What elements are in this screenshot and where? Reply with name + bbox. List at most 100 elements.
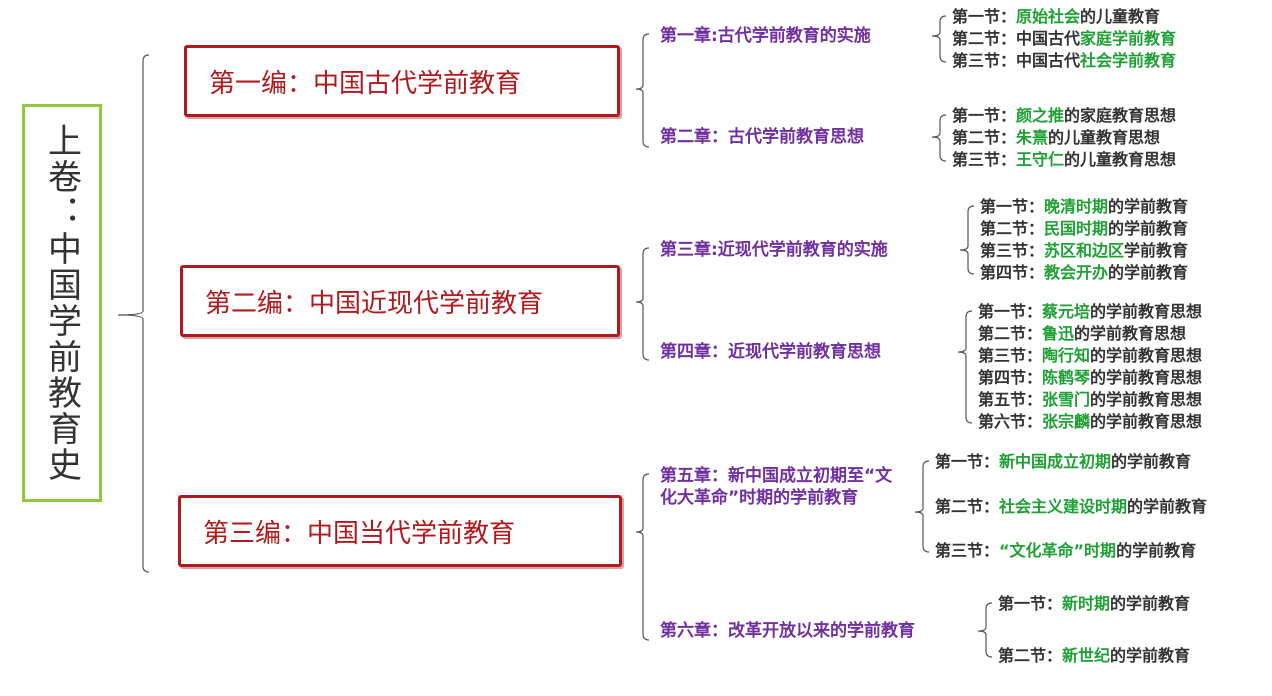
section-highlight: 社会主义建设时期 [999,497,1128,516]
section-bracket-4 [957,310,973,424]
section-prefix: 第三节： [978,346,1043,365]
chapter-1-title: 第一章:古代学前教育的实施 [660,26,871,46]
section-highlight: 王守仁 [1016,150,1065,169]
root-title: 上卷：中国学前教育史 [41,123,82,483]
part-1-node: 第一编：中国古代学前教育 [184,45,620,117]
chapter-3-title: 第三章:近现代学前教育的实施 [660,240,888,260]
section-bracket-5 [914,460,930,553]
section-prefix: 第一节： [952,7,1017,26]
chapter-3-section-3: 第三节：苏区和边区学前教育 [980,242,1188,260]
section-highlight: 新中国成立初期 [999,452,1112,471]
section-highlight: 苏区和边区 [1044,241,1125,260]
section-bracket-2 [931,114,947,162]
chapter-1-section-3: 第三节：中国古代社会学前教育 [952,52,1176,70]
section-highlight: 蔡元培 [1042,302,1091,321]
section-prefix: 第一节： [978,302,1043,321]
chapter-4-section-4: 第四节：陈鹤琴的学前教育思想 [978,369,1202,387]
section-prefix: 第二节： [998,646,1063,665]
chapter-2-section-3: 第三节：王守仁的儿童教育思想 [952,151,1176,169]
section-prefix: 第一节： [952,106,1017,125]
root-node: 上卷：中国学前教育史 [22,104,102,502]
section-highlight: 新世纪 [1062,646,1111,665]
chapter-5-section-2: 第二节：社会主义建设时期的学前教育 [935,498,1207,516]
chapter-5-section-1: 第一节：新中国成立初期的学前教育 [935,453,1191,471]
chapter-2-title: 第二章：古代学前教育思想 [660,127,864,147]
section-suffix: 的儿童教育 [1080,7,1161,26]
section-highlight: 原始社会 [1016,7,1081,26]
part-1-title: 第一编：中国古代学前教育 [209,68,522,99]
chapter-4-section-3: 第三节：陶行知的学前教育思想 [978,347,1202,365]
section-suffix: 的学前教育 [1108,219,1189,238]
section-prefix: 第二节：中国古代 [952,29,1081,48]
section-suffix: 的儿童教育思想 [1064,150,1177,169]
section-suffix: 的学前教育思想 [1090,390,1203,409]
section-suffix: 的学前教育思想 [1090,368,1203,387]
section-highlight: 张宗麟 [1042,412,1091,431]
section-highlight: 颜之推 [1016,106,1065,125]
section-suffix: 的学前教育 [1110,646,1191,665]
section-prefix: 第一节： [980,197,1045,216]
section-highlight: 家庭学前教育 [1080,29,1177,48]
chapter-2-section-1: 第一节：颜之推的家庭教育思想 [952,107,1176,125]
section-suffix: 学前教育 [1124,241,1189,260]
section-suffix: 的学前教育思想 [1090,346,1203,365]
section-suffix: 的学前教育思想 [1090,412,1203,431]
chapter-3-section-2: 第二节：民国时期的学前教育 [980,220,1188,238]
part-3-node: 第三编：中国当代学前教育 [178,495,622,567]
section-prefix: 第三节： [952,150,1017,169]
section-prefix: 第二节： [980,219,1045,238]
section-suffix: 的儿童教育思想 [1048,128,1161,147]
chapter-4-section-2: 第二节：鲁迅的学前教育思想 [978,325,1186,343]
section-highlight: 陶行知 [1042,346,1091,365]
section-suffix: 的学前教育 [1108,263,1189,282]
section-highlight: “文化革命”时期 [999,541,1117,560]
chapter-3-section-1: 第一节：晚清时期的学前教育 [980,198,1188,216]
section-highlight: 鲁迅 [1042,324,1075,343]
chapter-2-section-2: 第二节：朱熹的儿童教育思想 [952,129,1160,147]
section-suffix: 的学前教育思想 [1074,324,1187,343]
section-bracket-3 [959,205,975,275]
section-bracket-6 [977,602,993,658]
part-3-title: 第三编：中国当代学前教育 [203,518,516,549]
section-prefix: 第二节： [935,497,1000,516]
section-prefix: 第四节： [978,368,1043,387]
section-prefix: 第二节： [952,128,1017,147]
section-highlight: 教会开办 [1044,263,1109,282]
section-highlight: 张雪门 [1042,390,1091,409]
part-3-bracket [635,473,650,641]
root-bracket [117,54,150,573]
section-highlight: 社会学前教育 [1080,51,1177,70]
part-2-bracket [635,247,650,361]
section-highlight: 新时期 [1062,594,1111,613]
chapter-5-section-3: 第三节：“文化革命”时期的学前教育 [935,542,1196,560]
part-1-bracket [635,33,650,148]
part-2-node: 第二编：中国近现代学前教育 [180,265,620,337]
chapter-1-section-1: 第一节：原始社会的儿童教育 [952,8,1160,26]
section-suffix: 的学前教育 [1127,497,1208,516]
section-bracket-1 [931,15,947,63]
section-highlight: 朱熹 [1016,128,1049,147]
section-prefix: 第一节： [998,594,1063,613]
section-highlight: 晚清时期 [1044,197,1109,216]
section-highlight: 民国时期 [1044,219,1109,238]
chapter-4-section-5: 第五节：张雪门的学前教育思想 [978,391,1202,409]
section-prefix: 第二节： [978,324,1043,343]
section-prefix: 第三节： [980,241,1045,260]
section-prefix: 第三节：中国古代 [952,51,1081,70]
chapter-3-section-4: 第四节：教会开办的学前教育 [980,264,1188,282]
section-suffix: 的学前教育 [1108,197,1189,216]
section-suffix: 的家庭教育思想 [1064,106,1177,125]
section-suffix: 的学前教育 [1116,541,1197,560]
chapter-6-section-1: 第一节：新时期的学前教育 [998,595,1190,613]
chapter-6-section-2: 第二节：新世纪的学前教育 [998,647,1190,665]
section-prefix: 第五节： [978,390,1043,409]
chapter-4-title: 第四章：近现代学前教育思想 [660,342,881,362]
section-suffix: 的学前教育 [1111,452,1192,471]
section-suffix: 的学前教育 [1110,594,1191,613]
section-prefix: 第四节： [980,263,1045,282]
section-suffix: 的学前教育思想 [1090,302,1203,321]
section-prefix: 第一节： [935,452,1000,471]
section-prefix: 第三节： [935,541,1000,560]
part-2-title: 第二编：中国近现代学前教育 [205,288,544,319]
